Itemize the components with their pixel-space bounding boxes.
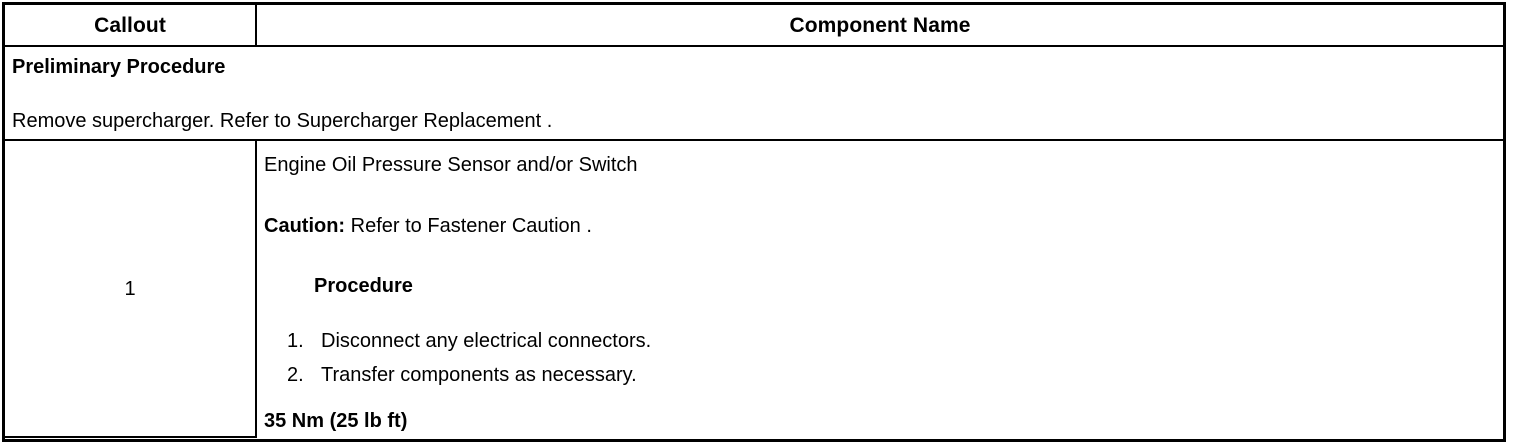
list-item: 2. Transfer components as necessary. bbox=[264, 365, 1503, 385]
table-row: 1 Engine Oil Pressure Sensor and/or Swit… bbox=[5, 141, 1503, 438]
step-text: Transfer components as necessary. bbox=[321, 364, 637, 386]
component-detail-cell: Engine Oil Pressure Sensor and/or Switch… bbox=[257, 141, 1503, 438]
component-title: Engine Oil Pressure Sensor and/or Switch bbox=[264, 154, 638, 176]
caution-note: Caution: Refer to Fastener Caution . bbox=[264, 216, 1503, 236]
column-header-callout: Callout bbox=[94, 13, 166, 37]
column-header-component-name: Component Name bbox=[789, 13, 971, 37]
step-number: 1. bbox=[287, 330, 304, 352]
callout-number-cell: 1 bbox=[5, 141, 257, 438]
service-procedure-table: Callout Component Name Preliminary Proce… bbox=[2, 2, 1506, 442]
procedure-step-list: 1.Disconnect any electrical connectors. … bbox=[264, 331, 1503, 385]
column-header-callout-cell: Callout bbox=[5, 5, 257, 45]
preliminary-procedure-row: Preliminary Procedure Remove supercharge… bbox=[5, 47, 1503, 141]
caution-text: Refer to Fastener Caution . bbox=[345, 215, 592, 237]
list-item: 1. Disconnect any electrical connectors. bbox=[264, 331, 1503, 351]
step-number: 2. bbox=[287, 364, 304, 386]
callout-number: 1 bbox=[124, 277, 136, 300]
preliminary-procedure-title: Preliminary Procedure bbox=[12, 56, 226, 78]
procedure-heading: Procedure bbox=[314, 275, 413, 297]
step-text: Disconnect any electrical connectors. bbox=[321, 330, 652, 352]
table-header-row: Callout Component Name bbox=[5, 5, 1503, 47]
torque-specification: 35 Nm (25 lb ft) bbox=[264, 410, 408, 432]
column-header-component-cell: Component Name bbox=[257, 5, 1503, 45]
caution-label: Caution: bbox=[264, 215, 346, 237]
preliminary-procedure-text: Remove supercharger. Refer to Supercharg… bbox=[12, 110, 553, 132]
